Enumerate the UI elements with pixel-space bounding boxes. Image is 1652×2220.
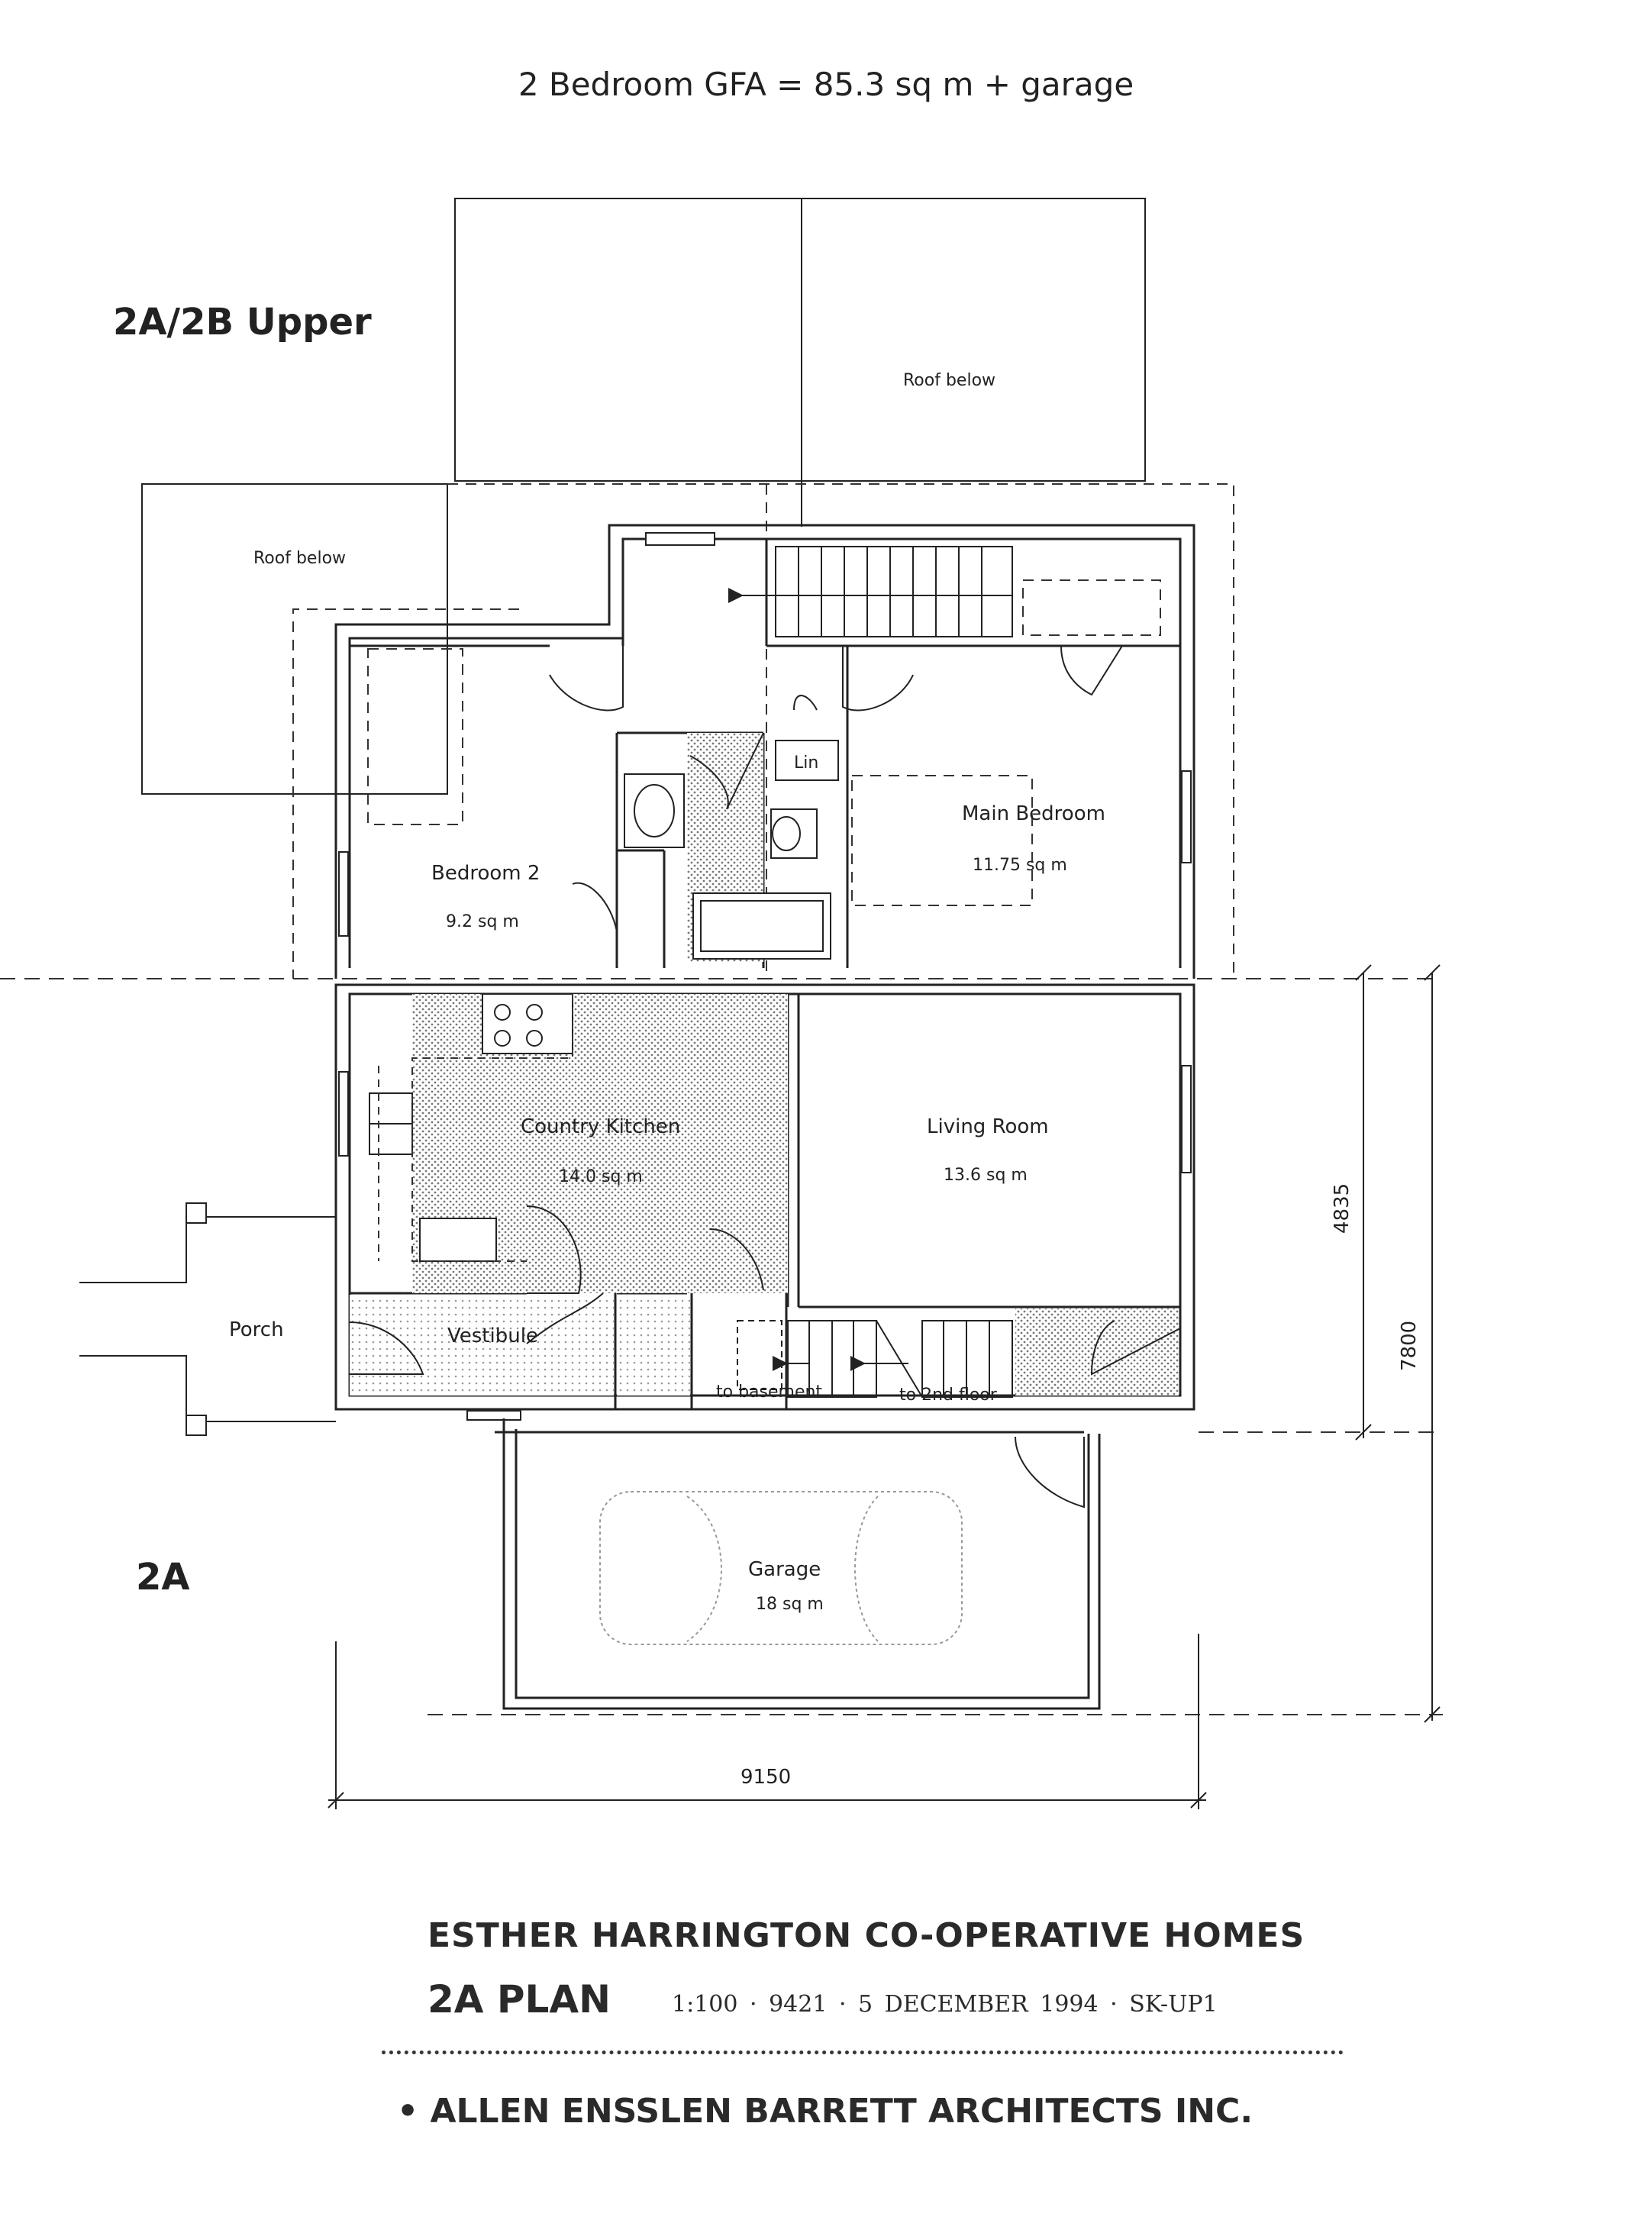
vestibule-name: Vestibule — [447, 1325, 538, 1347]
roof-label-right: Roof below — [903, 371, 995, 390]
car-outline — [599, 1491, 963, 1645]
main-windows — [338, 1065, 1192, 1421]
lower-guide-lines — [428, 1431, 1443, 1715]
plan-name: 2A PLAN — [428, 1977, 611, 2022]
linen-label: Lin — [794, 753, 818, 773]
dimension-width: 9150 — [740, 1766, 791, 1789]
dimension-lines — [327, 964, 1441, 1809]
main-bedroom-area: 11.75 sq m — [973, 856, 1067, 875]
living-room-area: 13.6 sq m — [944, 1166, 1028, 1185]
kitchen-name: Country Kitchen — [521, 1115, 680, 1138]
bedroom2-area: 9.2 sq m — [446, 912, 519, 931]
main-stairs[interactable] — [737, 1320, 1013, 1398]
closet-floor — [617, 1295, 690, 1396]
bed-bedroom2 — [367, 648, 463, 825]
upper-roof-outline — [141, 198, 1146, 795]
lower-level-heading: 2A — [136, 1556, 190, 1599]
linen-closet — [775, 740, 839, 781]
main-bedroom-name: Main Bedroom — [962, 802, 1105, 825]
garage-area: 18 sq m — [756, 1595, 824, 1614]
kitchen-counters — [369, 993, 573, 1262]
entry-landing-floor — [1015, 1308, 1179, 1396]
garage-name: Garage — [748, 1558, 821, 1581]
vestibule-floor — [350, 1295, 614, 1396]
porch-name: Porch — [229, 1318, 284, 1341]
closet-door-swing — [1060, 645, 1123, 696]
project-name: ESTHER HARRINGTON CO-OPERATIVE HOMES — [428, 1916, 1305, 1955]
dimension-depth-partial: 4835 — [1331, 1183, 1354, 1234]
upper-windows — [338, 532, 1192, 937]
upper-level-heading: 2A/2B Upper — [113, 301, 372, 344]
dimension-depth-total: 7800 — [1398, 1321, 1421, 1371]
to-second-floor-label: to 2nd floor — [899, 1386, 998, 1405]
upper-doors[interactable] — [549, 646, 914, 932]
plan-meta: 1:100 · 9421 · 5 DECEMBER 1994 · SK-UP1 — [672, 1991, 1218, 2018]
kitchen-floor — [412, 994, 788, 1293]
bed-main-bedroom — [851, 775, 1033, 906]
closet-outline — [1022, 579, 1161, 636]
garage-side-door[interactable] — [1015, 1436, 1085, 1509]
title-block-divider — [382, 2051, 1344, 2054]
kitchen-area: 14.0 sq m — [559, 1167, 643, 1186]
main-floor-doors[interactable] — [349, 1205, 1181, 1376]
firm-name: • ALLEN ENSSLEN BARRETT ARCHITECTS INC. — [397, 2092, 1254, 2131]
living-room-name: Living Room — [927, 1115, 1049, 1138]
garage-walls — [495, 1418, 1101, 1710]
bathroom-fixtures — [624, 773, 831, 960]
kitchen-counter-edges — [378, 994, 573, 1262]
roof-label-left: Roof below — [253, 549, 346, 568]
upper-stair[interactable] — [728, 546, 1013, 637]
to-basement-label: to basement — [716, 1383, 822, 1402]
bedroom2-name: Bedroom 2 — [431, 862, 540, 885]
porch-outline — [79, 1202, 336, 1436]
drawing-title: 2 Bedroom GFA = 85.3 sq m + garage — [518, 66, 1134, 103]
